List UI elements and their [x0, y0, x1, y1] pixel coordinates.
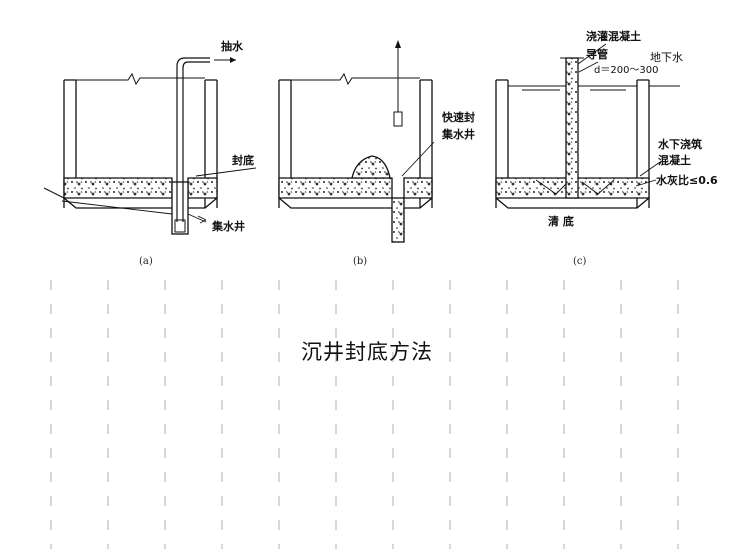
- caption-c: (c): [573, 256, 587, 267]
- label-quick-seal-1: 快速封: [441, 110, 475, 124]
- label-underwater-pour-2: 混凝土: [658, 153, 691, 167]
- pump-pipe-a: [176, 57, 210, 222]
- tremie-pipe-c: [565, 57, 579, 199]
- label-pumping: 抽水: [221, 39, 244, 53]
- sealed-sump-b: [391, 197, 405, 243]
- label-underwater-pour-1: 水下浇筑: [658, 137, 702, 151]
- page-title: 沉井封底方法: [301, 340, 433, 364]
- bottom-seal-concrete-b: [278, 177, 433, 199]
- quick-seal-mound-b: [351, 155, 391, 179]
- caption-b: (b): [353, 256, 367, 267]
- label-quick-seal-2: 集水井: [441, 127, 475, 141]
- label-groundwater: 地下水: [650, 51, 683, 64]
- lifted-pump-b: [393, 111, 403, 127]
- diagram-a: [43, 57, 257, 235]
- label-water-cement-ratio: 水灰比≤0.6: [656, 173, 718, 187]
- break-line-b: [291, 72, 420, 86]
- label-pipe-diameter: d＝200～300: [594, 65, 659, 76]
- label-sump-well: 集水井: [211, 219, 245, 233]
- label-guide-pipe: 导管: [586, 47, 608, 61]
- caption-a: (a): [139, 256, 153, 267]
- label-clean-bottom: 清 底: [548, 214, 574, 228]
- break-line-a: [76, 72, 205, 86]
- diagram-b: [278, 40, 435, 243]
- bottom-seal-concrete-a: [63, 177, 218, 199]
- label-bottom-seal: 封底: [232, 153, 254, 167]
- diagram-c: [495, 43, 680, 209]
- label-pour-concrete: 浇灌混凝土: [586, 29, 641, 43]
